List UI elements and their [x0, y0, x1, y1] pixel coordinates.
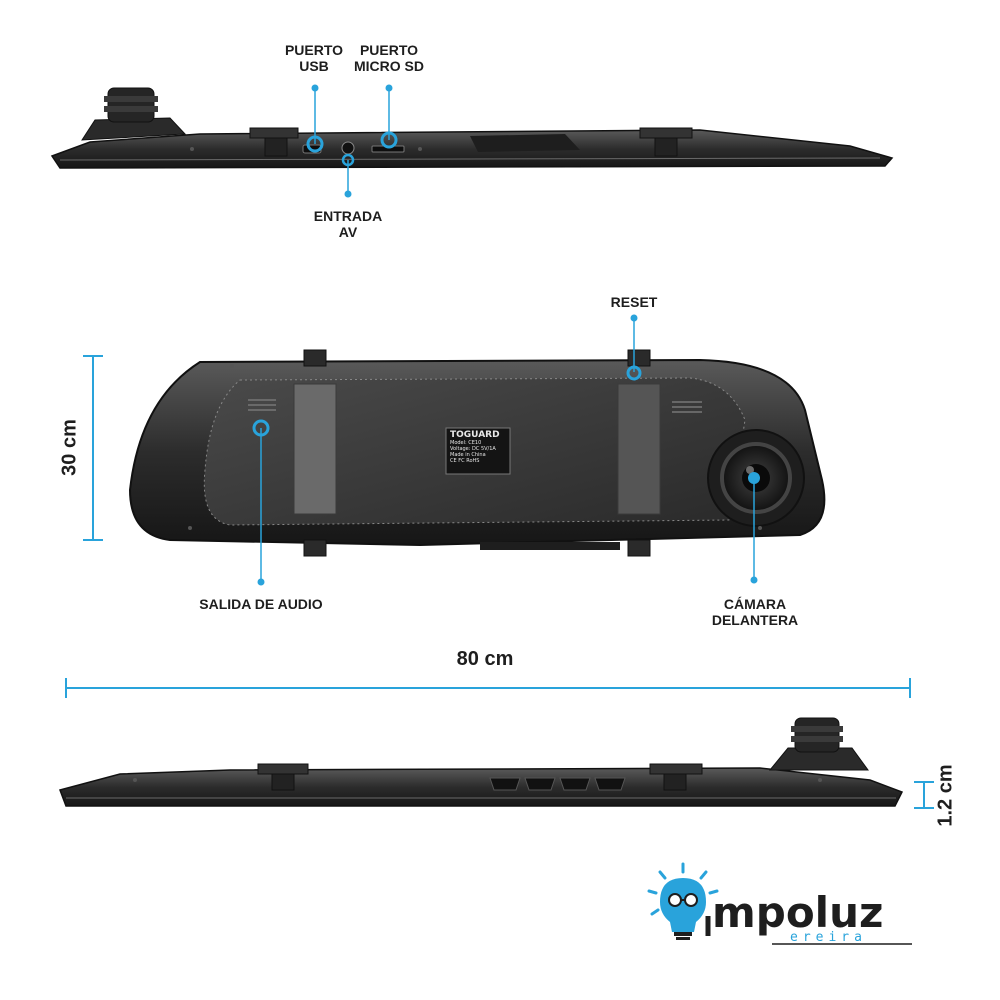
- lightbulb-logo-icon: [647, 862, 912, 945]
- depth-dimension: 1.2 cm: [934, 764, 957, 827]
- nameplate: [445, 427, 511, 475]
- av-label-line2: AV: [338, 224, 358, 240]
- camera-knob: [107, 87, 155, 123]
- dimension-lines: [65, 355, 934, 809]
- camera-label-line1: CÁMARA: [723, 596, 787, 612]
- av-input-label: ENTRADA AV: [300, 208, 396, 240]
- usb-label-line2: USB: [299, 58, 329, 74]
- camera-label-line2: DELANTERA: [711, 612, 799, 628]
- nameplate-line2: Voltage: DC 5V/1A: [450, 446, 496, 452]
- microsd-port-label: PUERTO MICRO SD: [344, 42, 434, 74]
- logo-wordmark: mpoluz: [712, 888, 884, 937]
- top-view: [50, 87, 894, 169]
- left-panel: [293, 383, 337, 515]
- usb-label-line1: PUERTO: [284, 42, 344, 58]
- nameplate-line1: Model: CE10: [450, 440, 482, 446]
- audio-output-label: SALIDA DE AUDIO: [199, 596, 323, 612]
- reset-label: RESET: [610, 294, 658, 310]
- microsd-label-line1: PUERTO: [359, 42, 419, 58]
- front-camera-label: CÁMARA DELANTERA: [700, 596, 810, 628]
- nameplate-line3: Made in China: [450, 452, 486, 458]
- left-speaker-grille: [248, 399, 276, 411]
- nameplate-brand: TOGUARD: [450, 430, 500, 440]
- callouts: [252, 84, 760, 586]
- av-port-shape: [341, 141, 355, 155]
- bottom-camera-knob: [794, 717, 840, 753]
- usb-port-label: PUERTO USB: [276, 42, 352, 74]
- bottom-view: [59, 717, 904, 807]
- nameplate-line4: CE FC RoHS: [450, 458, 480, 464]
- av-label-line1: ENTRADA: [313, 208, 383, 224]
- right-panel: [617, 383, 661, 515]
- microsd-label-line2: MICRO SD: [354, 58, 424, 74]
- logo-subtext: ereira: [790, 930, 867, 945]
- width-dimension: 80 cm: [456, 648, 514, 670]
- nameplate-text: TOGUARD Model: CE10 Voltage: DC 5V/1A Ma…: [450, 430, 508, 464]
- right-speaker-grille: [672, 401, 702, 413]
- height-dimension: 30 cm: [58, 419, 81, 476]
